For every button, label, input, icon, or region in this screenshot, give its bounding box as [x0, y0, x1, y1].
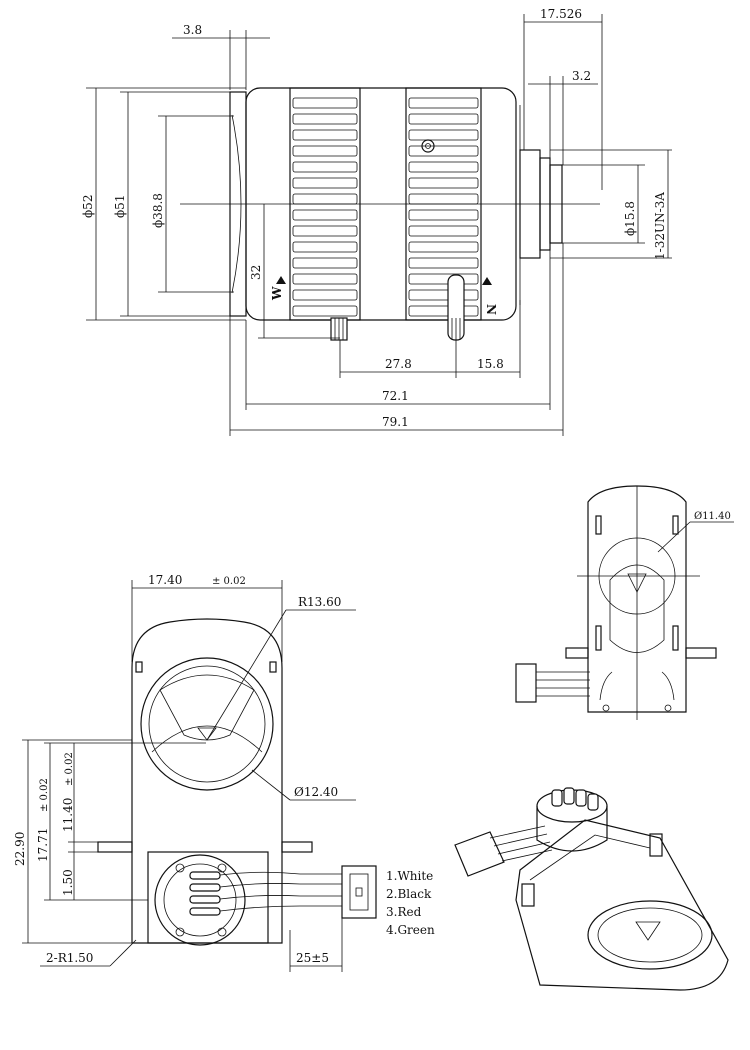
ring-rib: [292, 193, 358, 205]
ring-rib: [408, 289, 479, 301]
filter-glass-edge: [151, 725, 263, 753]
motor-pins: [189, 871, 221, 916]
ring-rib: [292, 289, 358, 301]
dim-32: 32: [249, 265, 263, 280]
ring-rib: [292, 241, 358, 253]
dim-22-90: 22.90: [13, 832, 27, 866]
dim-3-2: 3.2: [572, 69, 591, 83]
filter-blade: [159, 674, 255, 741]
ring-rib: [408, 145, 479, 157]
ring-rib: [408, 305, 479, 317]
ring-rib: [292, 113, 358, 125]
dim-17-526: 17.526: [540, 7, 582, 21]
ring-rib: [408, 273, 479, 285]
filter-slot-right: [269, 661, 277, 673]
small-blade: [609, 564, 665, 653]
ring-rib: [408, 257, 479, 269]
filter-aperture-outer: [140, 657, 274, 791]
dim-27-8: 27.8: [385, 357, 412, 371]
dim-phi15-8: ϕ15.8: [623, 201, 637, 236]
filter-notch: [197, 727, 217, 741]
wire-label-3: 3.Red: [386, 905, 422, 919]
dim-phi52: ϕ52: [81, 195, 95, 218]
dim-aperture: Ø12.40: [294, 785, 338, 799]
motor-coil: [154, 854, 246, 946]
wire-label-1: 1.White: [386, 869, 433, 883]
filter-dimension-lines: 17.40 ± 0.02 R13.60 Ø12.40 22.90 17.71 ±…: [13, 573, 356, 972]
ring-index-screw: [421, 139, 435, 153]
lens-side-view: W N: [180, 87, 600, 341]
ring-rib: [408, 241, 479, 253]
dim-corner: 2-R1.50: [46, 951, 93, 965]
dim-11-40: 11.40: [61, 798, 75, 832]
ring-rib: [292, 209, 358, 221]
iso-plate: [515, 819, 729, 991]
ring-rib: [292, 177, 358, 189]
ring-rib: [408, 113, 479, 125]
filter-plate-outline: [131, 618, 283, 944]
dim-17-71: 17.71: [36, 828, 50, 862]
ring-rib: [292, 305, 358, 317]
filter-tab-left: [97, 841, 133, 853]
dim-11-40-tol: ± 0.02: [64, 752, 75, 786]
ring-rib: [292, 225, 358, 237]
small-aperture: [598, 537, 676, 615]
dim-79-1: 79.1: [382, 415, 409, 429]
iso-motor-body: [536, 806, 608, 852]
iso-aperture: [587, 900, 713, 970]
wire-label-4: 4.Green: [386, 923, 435, 937]
ring-rib: [408, 209, 479, 221]
ring-rib: [292, 273, 358, 285]
wire-label-2: 2.Black: [386, 887, 432, 901]
ring-rib: [292, 145, 358, 157]
wire-connector: [341, 865, 377, 919]
dim-width: 17.40: [148, 573, 182, 587]
filter-tab-right: [281, 841, 313, 853]
ircut-filter-front-view: 1.White 2.Black 3.Red 4.Green: [97, 618, 435, 946]
dim-lead: 25±5: [296, 951, 329, 965]
dim-15-8: 15.8: [477, 357, 504, 371]
lens-dimension-lines: 3.8 17.526 3.2 ϕ52 ϕ51 ϕ38.8 32 ϕ15.8: [81, 7, 672, 436]
ring-rib: [292, 129, 358, 141]
ring-rib: [408, 161, 479, 173]
dim-phi51: ϕ51: [113, 195, 127, 218]
lead-wires: [219, 871, 342, 912]
ring-rib: [408, 97, 479, 109]
ring-rib: [408, 129, 479, 141]
dim-thread: 1-32UN-3A: [653, 192, 667, 260]
arrow-n-icon: [482, 277, 492, 285]
iso-connector: [454, 831, 505, 877]
ircut-filter-top-view: Ø11.40: [515, 485, 734, 720]
dim-17-71-tol: ± 0.02: [39, 778, 50, 812]
dim-1-50: 1.50: [61, 869, 75, 896]
ircut-filter-isometric-view: [454, 787, 729, 991]
filter-aperture-inner: [148, 665, 266, 783]
ring-rib: [292, 257, 358, 269]
dim-small-view: Ø11.40: [694, 511, 731, 522]
arrow-w-icon: [276, 276, 286, 284]
ring-label-n: N: [484, 304, 498, 315]
motor-housing: [147, 851, 269, 944]
ring-rib: [408, 225, 479, 237]
iso-motor-pins: [551, 787, 599, 811]
small-connector: [515, 663, 537, 703]
dim-width-tol: ± 0.02: [212, 576, 246, 587]
ring-rib: [408, 177, 479, 189]
dim-radius: R13.60: [298, 595, 341, 609]
ring-rib: [292, 161, 358, 173]
dim-phi38-8: ϕ38.8: [151, 193, 165, 228]
dim-72-1: 72.1: [382, 389, 409, 403]
ring-rib: [408, 193, 479, 205]
ring-label-w: W: [270, 286, 284, 301]
filter-slot-left: [135, 661, 143, 673]
dim-3-8: 3.8: [183, 23, 202, 37]
ring-rib: [292, 97, 358, 109]
